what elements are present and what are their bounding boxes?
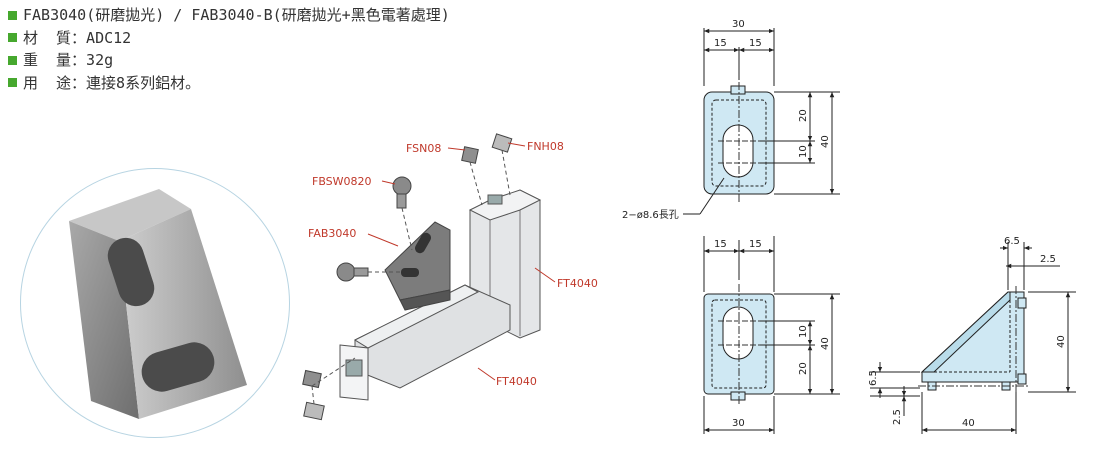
dim-side-lip-thk: 2.5 xyxy=(1040,254,1056,265)
dim-top-height: 40 xyxy=(820,135,831,148)
dim-top-half-left: 15 xyxy=(714,38,727,49)
bullet-icon xyxy=(8,10,17,20)
label-ft4040-horizontal: FT4040 xyxy=(496,375,537,388)
dim-front-height: 40 xyxy=(820,337,831,350)
label-fbsw0820: FBSW0820 xyxy=(312,175,372,188)
drawing-side-view: 6.5 2.5 40 6.5 2.5 40 xyxy=(868,236,1076,434)
dim-side-base-lip: 6.5 xyxy=(868,370,879,386)
dim-top-slot-len: 10 xyxy=(798,145,809,158)
dim-side-lip-top: 6.5 xyxy=(1004,236,1020,247)
spec-list: FAB3040(研磨拋光) / FAB3040-B(研磨拋光+黑色電著處理) 材… xyxy=(8,4,450,94)
spec-text-model: FAB3040(研磨拋光) / FAB3040-B(研磨拋光+黑色電著處理) xyxy=(23,6,450,24)
dim-top-half-right: 15 xyxy=(749,38,762,49)
hole-note: 2−ø8.6長孔 xyxy=(622,209,679,221)
dim-side-base-thk: 2.5 xyxy=(892,409,903,425)
drawing-top-view: 30 15 15 20 10 40 2−ø8.6長孔 xyxy=(622,19,840,221)
dim-front-slot-len: 10 xyxy=(798,325,809,338)
bullet-icon xyxy=(8,55,17,65)
spec-line: 重 量：32g xyxy=(8,49,450,72)
label-ft4040-vertical: FT4040 xyxy=(557,277,598,290)
bullet-icon xyxy=(8,78,17,88)
bullet-icon xyxy=(8,33,17,43)
spec-text-usage: 用 途：連接8系列鋁材。 xyxy=(23,73,201,92)
dim-front-slot-offset: 20 xyxy=(798,362,809,375)
dim-top-width: 30 xyxy=(732,19,745,30)
drawing-front-view: 15 15 10 20 40 30 xyxy=(703,236,840,434)
label-fab3040: FAB3040 xyxy=(308,227,356,240)
spec-line: 用 途：連接8系列鋁材。 xyxy=(8,72,450,95)
dim-front-half-right: 15 xyxy=(749,239,762,250)
spec-line: 材 質：ADC12 xyxy=(8,27,450,50)
dim-side-height: 40 xyxy=(1056,335,1067,348)
dim-front-half-left: 15 xyxy=(714,239,727,250)
label-fsn08: FSN08 xyxy=(406,142,441,155)
spec-text-material: 材 質：ADC12 xyxy=(23,28,132,47)
label-fnh08: FNH08 xyxy=(527,140,564,153)
bracket-photo-icon xyxy=(69,189,247,419)
spec-text-weight: 重 量：32g xyxy=(23,51,114,69)
dim-top-slot-offset: 20 xyxy=(798,109,809,122)
product-photo xyxy=(20,168,290,438)
dim-side-width: 40 xyxy=(962,418,975,429)
spec-line: FAB3040(研磨拋光) / FAB3040-B(研磨拋光+黑色電著處理) xyxy=(8,4,450,27)
dim-front-width: 30 xyxy=(732,418,745,429)
assembly-view: FSN08 FNH08 FBSW0820 FAB3040 FT4040 FT40… xyxy=(302,133,598,421)
